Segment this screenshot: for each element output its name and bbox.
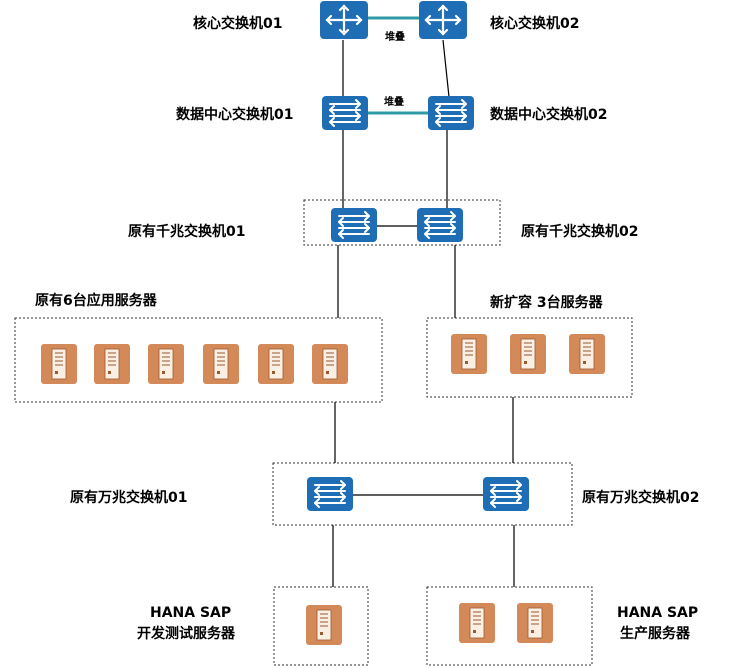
hana-prod-label-line2: 生产服务器 <box>620 625 691 642</box>
gigabit-switch-02-label: 原有千兆交换机02 <box>521 223 638 240</box>
app-server-4-server-icon[interactable] <box>202 343 240 385</box>
tengig-switch-01-label: 原有万兆交换机01 <box>70 489 187 506</box>
hana-prod-group-box <box>426 586 593 666</box>
tengig-switch-group <box>272 462 573 526</box>
hana-prod-server-1-server-icon[interactable] <box>458 602 496 644</box>
app-server-6-server-icon[interactable] <box>311 343 349 385</box>
hana-dev-group-box <box>273 586 369 666</box>
app-server-3-server-icon[interactable] <box>147 343 185 385</box>
hana-prod-server-2-server-icon[interactable] <box>516 602 554 644</box>
gigabit-switch-01-label: 原有千兆交换机01 <box>128 223 245 240</box>
dc-switch-02-switch-icon[interactable] <box>427 95 475 131</box>
gigabit-switch-01-switch-icon[interactable] <box>330 207 378 243</box>
new-servers-group-label: 新扩容 3台服务器 <box>490 294 604 311</box>
hana-prod-label-line1: HANA SAP <box>617 605 698 621</box>
core-switch-01-label: 核心交换机01 <box>193 15 282 32</box>
gigabit-switch-02-switch-icon[interactable] <box>416 207 464 243</box>
hana-dev-label-line2: 开发测试服务器 <box>137 625 236 642</box>
gigabit-switch-group <box>303 199 501 246</box>
link-core02-dc02 <box>442 39 450 98</box>
new-servers-group-box <box>426 317 633 398</box>
hana-dev-server-server-icon[interactable] <box>305 604 343 646</box>
dc-stack-label: 堆叠 <box>384 95 404 108</box>
tengig-switch-02-label: 原有万兆交换机02 <box>582 489 699 506</box>
dc-switch-01-label: 数据中心交换机01 <box>176 106 293 123</box>
new-server-2-server-icon[interactable] <box>509 333 547 375</box>
app-servers-group-box <box>14 317 383 403</box>
app-server-1-server-icon[interactable] <box>40 343 78 385</box>
app-server-2-server-icon[interactable] <box>93 343 131 385</box>
new-server-3-server-icon[interactable] <box>568 333 606 375</box>
dc-switch-02-label: 数据中心交换机02 <box>490 106 607 123</box>
hana-dev-label-line1: HANA SAP <box>150 605 231 621</box>
tengig-switch-01-switch-icon[interactable] <box>306 476 354 512</box>
new-server-1-server-icon[interactable] <box>450 333 488 375</box>
core-stack-label: 堆叠 <box>385 30 405 43</box>
core-switch-02-label: 核心交换机02 <box>490 15 579 32</box>
core-switch-02-router-icon[interactable] <box>417 0 469 41</box>
tengig-switch-02-switch-icon[interactable] <box>482 476 530 512</box>
app-servers-group-label: 原有6台应用服务器 <box>35 292 158 309</box>
dc-switch-01-switch-icon[interactable] <box>321 95 369 131</box>
app-server-5-server-icon[interactable] <box>257 343 295 385</box>
core-switch-01-router-icon[interactable] <box>318 0 370 41</box>
